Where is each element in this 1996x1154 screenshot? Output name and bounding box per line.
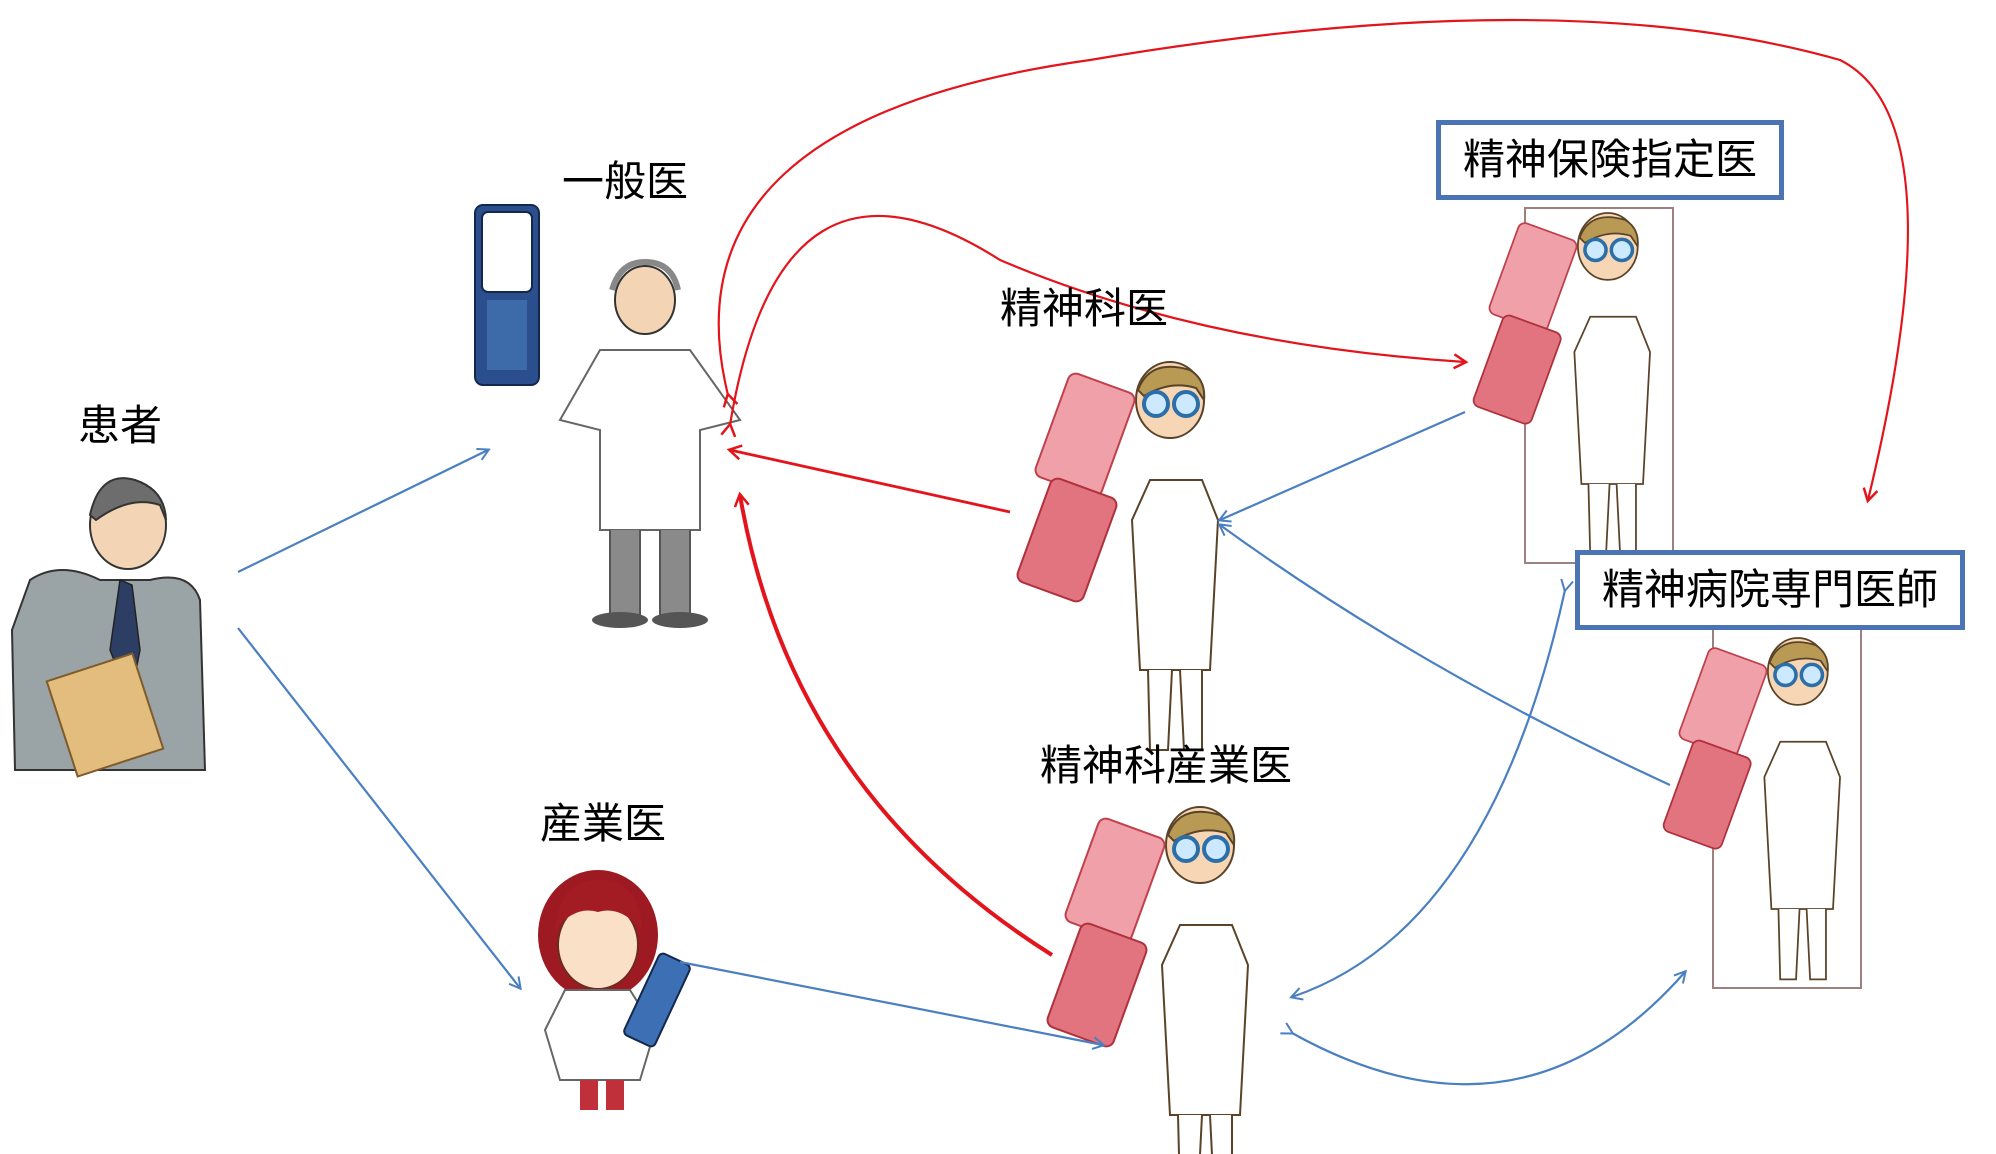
label-gp: 一般医 [562,157,689,206]
label-industrial-doctor: 産業医 [540,799,667,848]
label-psych-industrial-doctor: 精神科産業医 [1040,741,1293,790]
arrow-psych-industrial-designated [1292,590,1565,997]
arrow-industrial-to-psych-industrial [679,960,1103,1045]
psych-industrial-doctor-figure [1043,803,1250,1154]
arrow-patient-to-gp [237,450,488,573]
arrow-patient-to-industrial [237,627,520,988]
psychiatrist-figure [1013,358,1220,752]
patient-figure [10,477,207,778]
label-patient: 患者 [78,401,163,450]
arrow-gp-hospital [717,18,1910,500]
label-designated-doctor: 精神保険指定医 [1436,120,1785,201]
arrow-designated-to-psychiatrist [1220,410,1466,520]
label-psychiatrist: 精神科医 [1000,284,1169,333]
arrow-psych-industrial-to-gp [740,495,1054,957]
label-hospital-specialist: 精神病院専門医師 [1575,550,1966,631]
industrial-doctor-figure [538,870,691,1110]
arrow-psychiatrist-to-gp [730,450,1011,514]
gp-figure [474,204,742,628]
arrow-gp-designated [730,214,1465,425]
arrow-psych-industrial-hospital [1292,972,1685,1086]
